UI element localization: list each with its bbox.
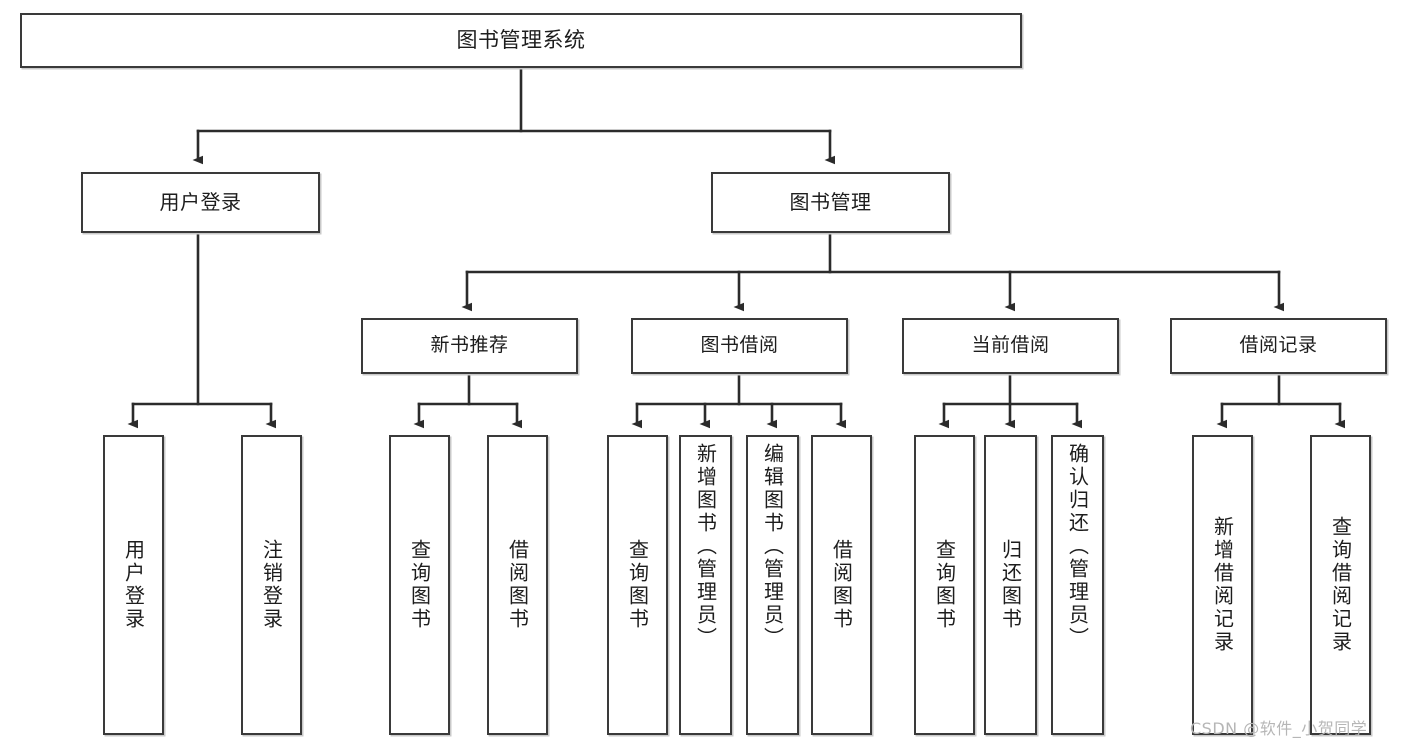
node-label: 借阅记录 bbox=[1239, 334, 1318, 357]
node-new-book-recommend[interactable]: 新书推荐 bbox=[361, 318, 578, 374]
node-label: 图书管理系统 bbox=[456, 27, 586, 52]
node-book-borrow[interactable]: 图书借阅 bbox=[631, 318, 848, 374]
node-label: 图书管理 bbox=[789, 190, 872, 215]
node-borrow-records[interactable]: 借阅记录 bbox=[1170, 318, 1387, 374]
node-label: 查询图书 bbox=[407, 539, 432, 631]
node-label: 查询图书 bbox=[625, 539, 650, 631]
node-label: 编辑图书（管理员） bbox=[760, 443, 785, 650]
leaf-records-add-record[interactable]: 新增借阅记录 bbox=[1192, 435, 1253, 735]
leaf-borrow-add-book-admin[interactable]: 新增图书（管理员） bbox=[679, 435, 732, 735]
node-label: 归还图书 bbox=[998, 539, 1023, 631]
leaf-current-confirm-return-admin[interactable]: 确认归还（管理员） bbox=[1051, 435, 1104, 735]
node-root-system[interactable]: 图书管理系统 bbox=[20, 13, 1022, 68]
leaf-user-login-logout[interactable]: 注销登录 bbox=[241, 435, 302, 735]
leaf-records-query-record[interactable]: 查询借阅记录 bbox=[1310, 435, 1371, 735]
leaf-current-query-book[interactable]: 查询图书 bbox=[914, 435, 975, 735]
node-label: 查询图书 bbox=[932, 539, 957, 631]
leaf-borrow-edit-book-admin[interactable]: 编辑图书（管理员） bbox=[746, 435, 799, 735]
node-label: 新增借阅记录 bbox=[1210, 516, 1235, 654]
leaf-borrow-query-book[interactable]: 查询图书 bbox=[607, 435, 668, 735]
leaf-recommend-query-book[interactable]: 查询图书 bbox=[389, 435, 450, 735]
node-label: 借阅图书 bbox=[829, 539, 854, 631]
leaf-user-login-login[interactable]: 用户登录 bbox=[103, 435, 164, 735]
node-label: 查询借阅记录 bbox=[1328, 516, 1353, 654]
node-label: 注销登录 bbox=[259, 539, 284, 631]
node-label: 借阅图书 bbox=[505, 539, 530, 631]
leaf-current-return-book[interactable]: 归还图书 bbox=[984, 435, 1037, 735]
node-label: 用户登录 bbox=[121, 539, 146, 631]
leaf-borrow-borrow-book[interactable]: 借阅图书 bbox=[811, 435, 872, 735]
node-label: 图书借阅 bbox=[700, 334, 779, 357]
leaf-recommend-borrow-book[interactable]: 借阅图书 bbox=[487, 435, 548, 735]
watermark-text: CSDN @软件_小贺同学 bbox=[1190, 719, 1368, 738]
node-label: 当前借阅 bbox=[971, 334, 1050, 357]
node-current-borrow[interactable]: 当前借阅 bbox=[902, 318, 1119, 374]
node-label: 用户登录 bbox=[159, 190, 242, 215]
node-label: 新增图书（管理员） bbox=[693, 443, 718, 650]
node-label: 新书推荐 bbox=[430, 334, 509, 357]
node-label: 确认归还（管理员） bbox=[1065, 443, 1090, 650]
node-book-management[interactable]: 图书管理 bbox=[711, 172, 950, 233]
node-user-login[interactable]: 用户登录 bbox=[81, 172, 320, 233]
